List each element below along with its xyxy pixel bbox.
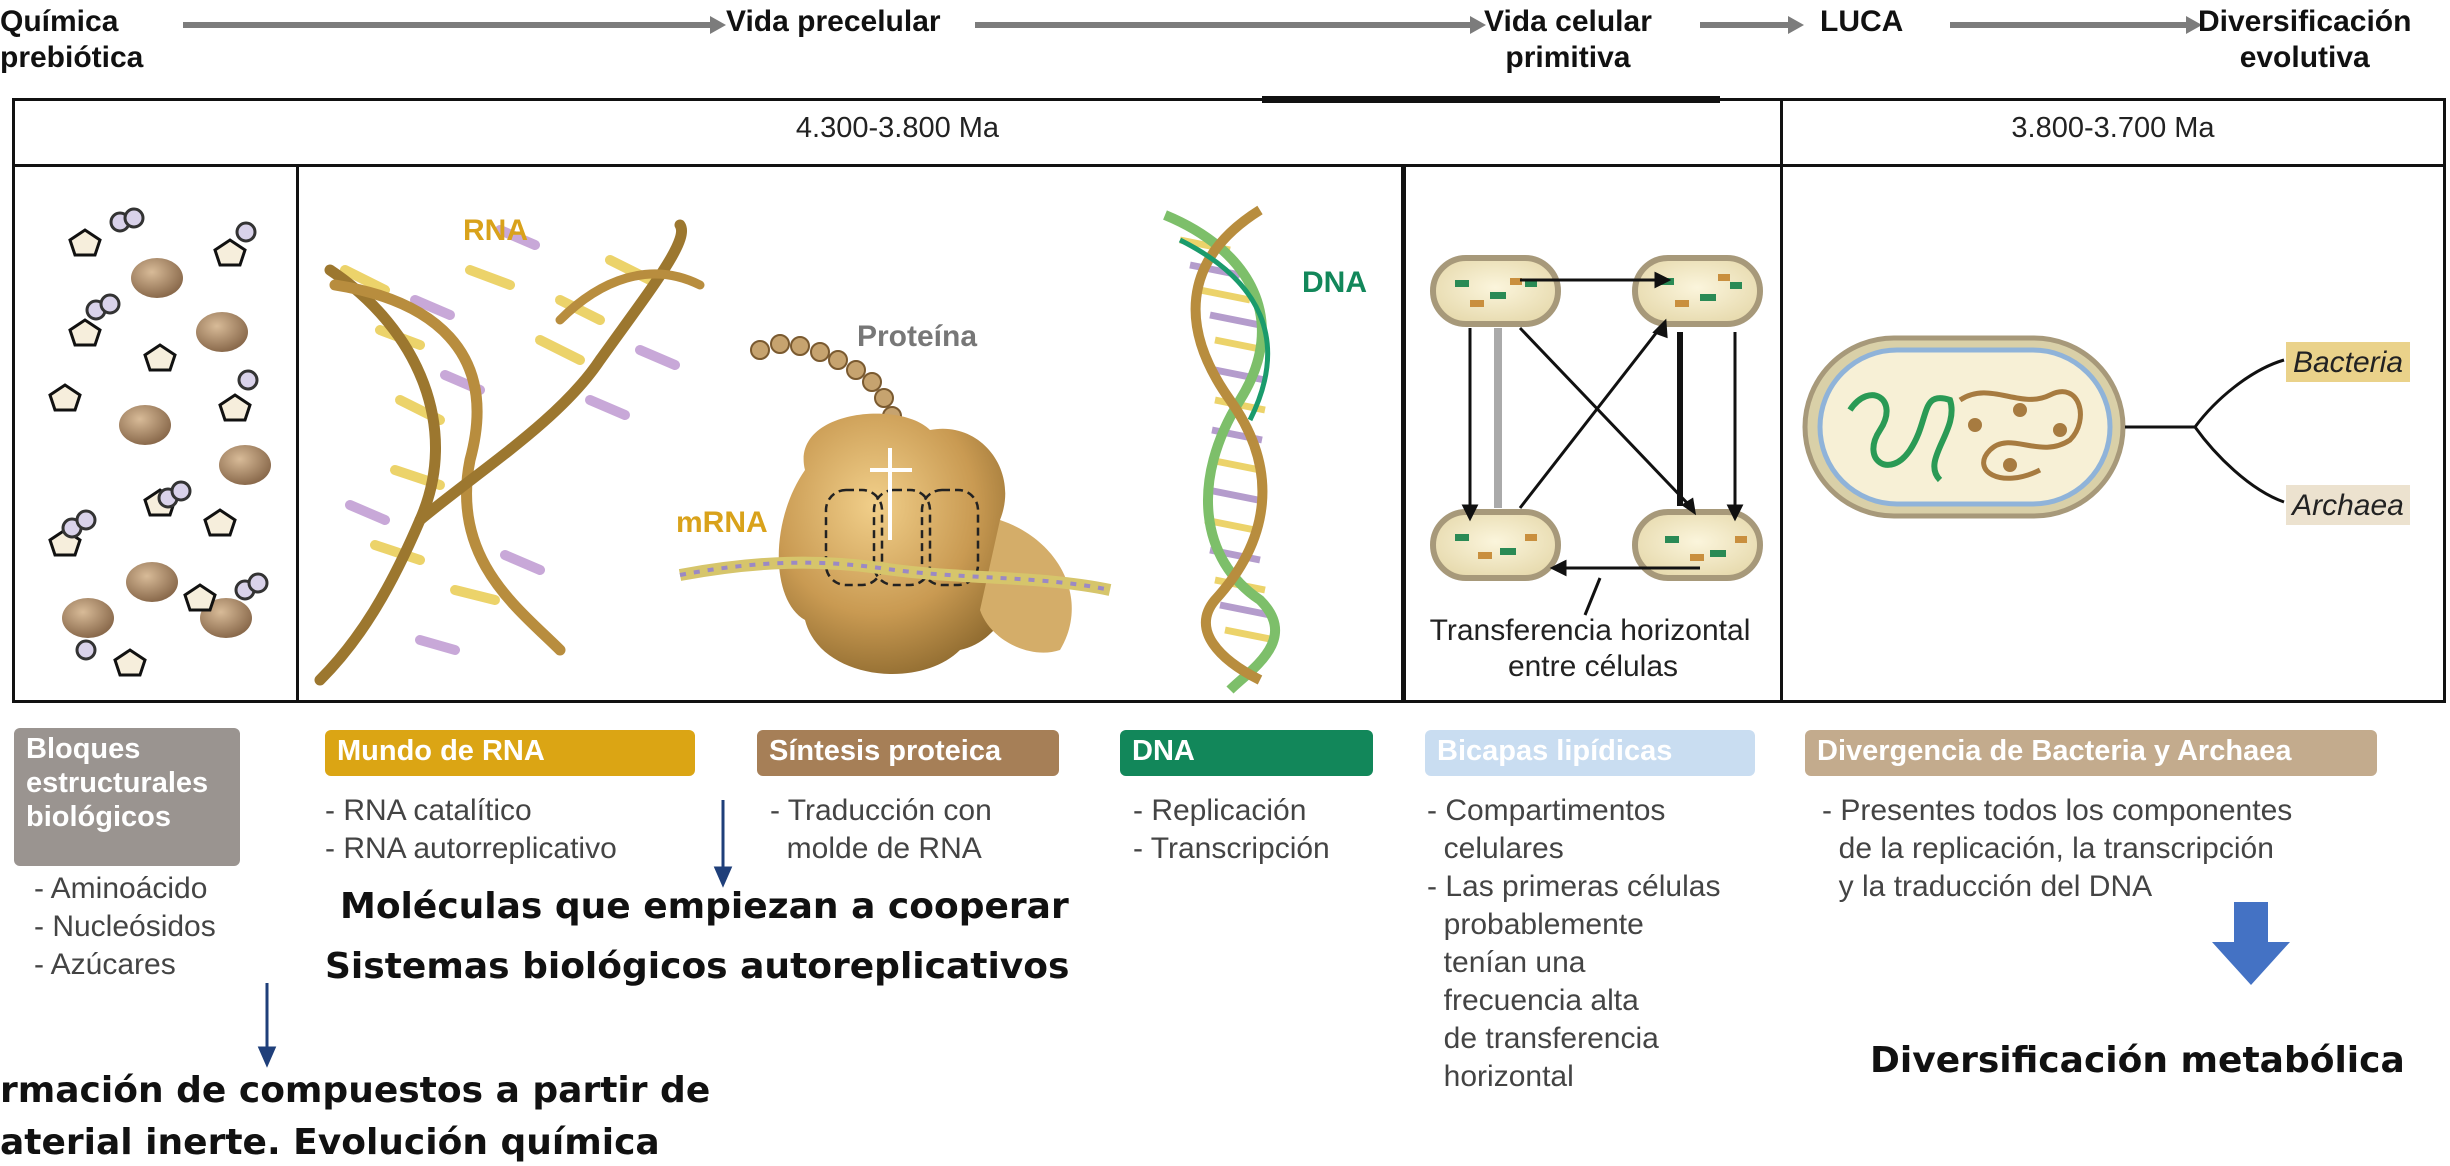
big-down-arrow-icon <box>2212 902 2290 985</box>
category-title-divergence: Divergencia de Bacteria y Archaea <box>1817 735 2292 767</box>
category-title-dna: DNA <box>1132 735 1195 767</box>
frame-era-divider <box>12 164 2446 167</box>
horizontal-transfer-illustration <box>1430 255 1763 616</box>
category-badge-divergence: Divergencia de Bacteria y Archaea <box>1805 730 2377 776</box>
category-title-lipid-bilayers: Bicapas lipídicas <box>1437 735 1673 767</box>
note-cooperation: Moléculas que empiezan a cooperar <box>340 886 1069 927</box>
category-badge-protein-synthesis: Síntesis proteica <box>757 730 1059 776</box>
archaea-label: Archaea <box>2290 489 2404 522</box>
frame-bottom <box>12 700 2446 703</box>
stage-luca-line1: LUCA <box>1820 5 1904 38</box>
stage-primitive-cell-line2: primitiva <box>1505 41 1631 74</box>
category-items-rna-world: - RNA catalítico - RNA autorreplicativo <box>325 794 617 865</box>
frame-sep-1 <box>296 164 299 702</box>
stage-diversification-line2: evolutiva <box>2239 41 2370 74</box>
category-items-dna: - Replicación - Transcripción <box>1133 794 1330 865</box>
stage-prebiotic-line2: prebiótica <box>0 41 144 74</box>
stage-prebiotic-line1: Química <box>0 5 119 38</box>
era-left: 4.300-3.800 Ma <box>795 112 1000 144</box>
frame-sep-3 <box>1780 98 1783 702</box>
category-title-rna-world: Mundo de RNA <box>337 735 545 767</box>
timeline-arrowhead-4 <box>2186 16 2202 34</box>
transfer-label-line2: entre células <box>1508 650 1678 683</box>
note-autoreplication: Sistemas biológicos autoreplicativos <box>325 946 1070 987</box>
building-blocks-illustration <box>48 207 271 677</box>
note-inert-line1: rmación de compuestos a partir de <box>0 1070 711 1111</box>
dna-helix-illustration <box>1163 205 1280 694</box>
category-items-protein-synthesis: - Traducción con molde de RNA <box>770 794 992 865</box>
stage-diversification: Diversificación evolutiva <box>2198 4 2411 76</box>
category-items-divergence: - Presentes todos los componentes de la … <box>1822 794 2293 903</box>
category-items-building-blocks: - Aminoácido - Nucleósidos - Azúcares <box>34 872 216 981</box>
category-badge-building-blocks: Bloques estructurales biológicos <box>14 728 240 866</box>
stage-prebiotic: Química prebiótica <box>0 4 143 76</box>
stage-precellular: Vida precelular <box>726 4 941 40</box>
transfer-label-line1: Transferencia horizontal <box>1430 614 1751 647</box>
era-right: 3.800-3.700 Ma <box>2011 112 2215 144</box>
stage-primitive-cell-line1: Vida celular <box>1484 5 1652 38</box>
category-badge-lipid-bilayers: Bicapas lipídicas <box>1425 730 1755 776</box>
timeline-arrow-2 <box>975 22 1475 28</box>
category-badge-dna: DNA <box>1120 730 1373 776</box>
luca-divergence-illustration <box>1802 335 2410 525</box>
stage-precellular-line1: Vida precelular <box>726 5 941 38</box>
timeline-arrow-1 <box>183 22 713 28</box>
category-title-building-blocks: Bloques estructurales biológicos <box>26 733 209 833</box>
mrna-label: mRNA <box>676 506 768 539</box>
bacteria-label: Bacteria <box>2293 346 2403 379</box>
protein-label: Proteína <box>857 320 977 353</box>
category-items-lipid-bilayers: - Compartimentos celulares - Las primera… <box>1427 794 1721 1093</box>
timeline-arrow-3 <box>1700 22 1792 28</box>
dna-label: DNA <box>1302 266 1367 299</box>
frame-right <box>2443 98 2446 703</box>
down-arrow-icon <box>713 800 733 888</box>
stage-primitive-cell: Vida celular primitiva <box>1484 4 1652 76</box>
timeline-arrowhead-3 <box>1788 16 1804 34</box>
frame-left <box>12 98 15 703</box>
rna-label: RNA <box>463 214 528 247</box>
timeline-arrowhead-2 <box>1470 16 1486 34</box>
frame-top-thick <box>1262 96 1720 103</box>
stage-luca: LUCA <box>1820 4 1903 40</box>
note-inert-line2: aterial inerte. Evolución química <box>0 1122 660 1163</box>
ribosome-illustration <box>678 334 1112 674</box>
rna-helix-illustration <box>314 219 705 686</box>
stage-diversification-line1: Diversificación <box>2198 5 2412 38</box>
category-badge-rna-world: Mundo de RNA <box>325 730 695 776</box>
category-title-protein-synthesis: Síntesis proteica <box>769 735 1002 767</box>
timeline-arrow-4 <box>1950 22 2190 28</box>
frame-top <box>12 98 2446 101</box>
timeline-arrowhead-1 <box>710 16 726 34</box>
note-metabolic: Diversificación metabólica <box>1870 1040 2405 1081</box>
frame-sep-2 <box>1401 164 1406 702</box>
down-arrow-icon <box>257 983 277 1068</box>
